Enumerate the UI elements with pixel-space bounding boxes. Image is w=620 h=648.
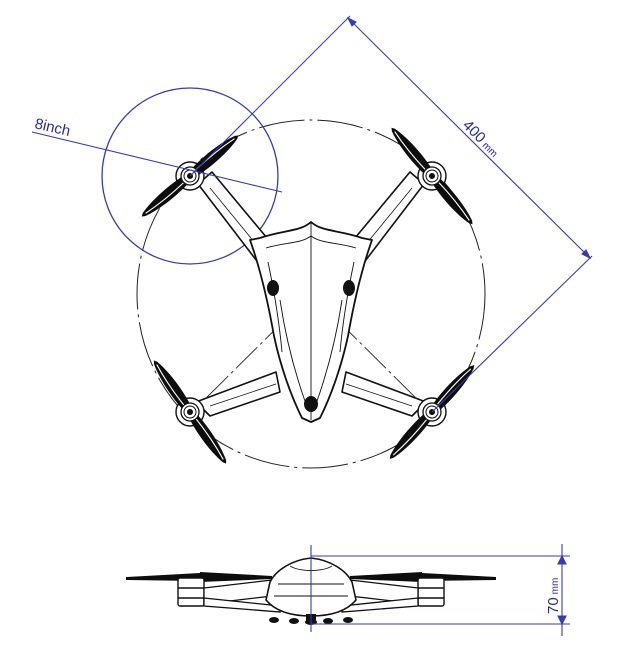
arm-rear-right (341, 371, 427, 417)
diagonal-dimension (189, 15, 593, 413)
prop-circle (101, 87, 279, 265)
body-pods (267, 280, 355, 412)
arm-rear-left (195, 371, 281, 417)
side-view: 70mm (126, 544, 570, 636)
diagonal-label: 400mm (459, 117, 503, 161)
height-dimension (310, 544, 570, 636)
prop-size-label: 8inch (33, 115, 72, 140)
side-arms (203, 579, 419, 613)
top-view: 8inch 400mm (31, 15, 593, 469)
fuselage-details (265, 222, 357, 420)
height-label: 70mm (545, 578, 562, 614)
side-motors (177, 577, 445, 607)
motor-circle (136, 119, 486, 469)
prop-size-leader (31, 131, 283, 193)
